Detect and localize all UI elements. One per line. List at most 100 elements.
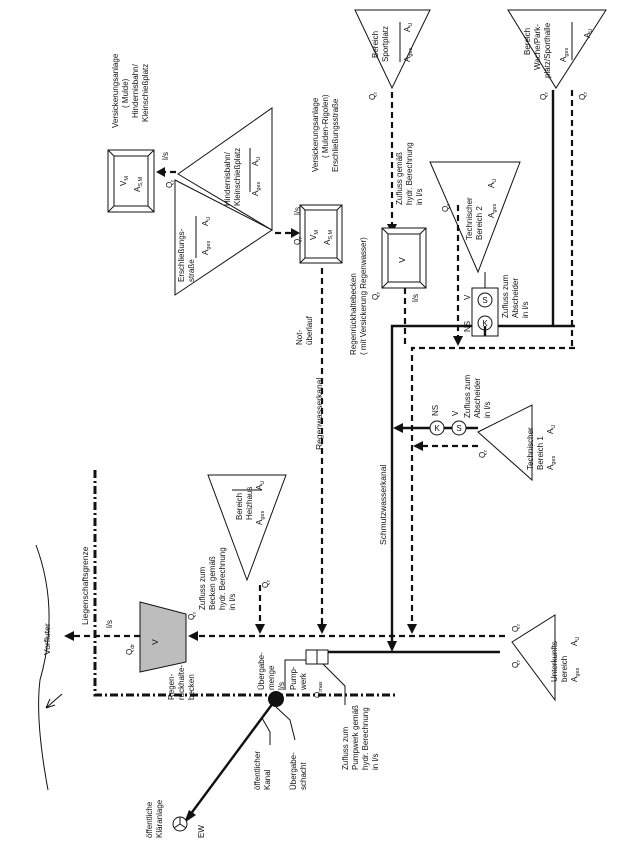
heizhaus-triangle <box>207 474 287 582</box>
vr-c4 <box>336 257 343 264</box>
uebergabeschacht-1: Übergabe- <box>289 752 298 790</box>
zufluss-becken-3: hydr. Berechnung <box>218 547 227 610</box>
pump-callout <box>322 663 346 705</box>
svg-text:Ages: Ages <box>201 241 212 255</box>
unterkunft-triangle <box>511 614 556 702</box>
svg-text:Qr: Qr <box>368 92 379 100</box>
svg-text:Qr: Qr <box>441 204 452 212</box>
rrb-upper-ls: l/s <box>411 294 420 302</box>
sport-ages: A <box>403 56 412 62</box>
sport-2: Sportplatz <box>381 26 390 62</box>
rrb-upper-c3 <box>381 281 389 289</box>
wache-triangle <box>507 9 607 89</box>
pumpwerk-label-2: werk <box>299 672 308 691</box>
wache-3: platz/Sporthalle <box>543 22 552 78</box>
svg-text:Qr: Qr <box>539 92 550 100</box>
svg-text:Ages: Ages <box>255 511 266 525</box>
svg-text:Qr: Qr <box>511 624 522 632</box>
sport-1: Bereich <box>371 31 380 58</box>
svg-text:AU: AU <box>570 637 581 646</box>
uebergabe-1: Übergabe- <box>257 652 266 690</box>
svg-text:Ages: Ages <box>559 48 570 62</box>
unterkunft-qr: Q <box>511 626 520 632</box>
tech1-rain-arrow <box>413 441 423 451</box>
sport-au: A <box>403 26 412 32</box>
property-boundary <box>93 470 395 697</box>
svg-text:Qr: Qr <box>478 450 489 458</box>
rrb-label-3: becken <box>187 674 196 700</box>
tech1-zufluss-3: in l/s <box>483 402 492 418</box>
tech2-au: A <box>487 182 496 188</box>
sport-triangle <box>354 9 431 90</box>
regenwasserkanal-arrow <box>317 624 327 634</box>
svg-text:Ages: Ages <box>487 204 498 218</box>
klaeranlage-2: Kläranlage <box>155 799 164 838</box>
zufluss-hydr-1: Zufluss gemäß <box>395 152 404 205</box>
vr-vm: V <box>309 234 318 240</box>
tech2-v: V <box>463 294 472 300</box>
tech2-triangle <box>429 161 521 274</box>
rrb-upper-qr: Q <box>371 294 380 300</box>
zufluss-becken-1: Zufluss zum <box>198 567 207 610</box>
vm-c1 <box>107 149 115 157</box>
svg-text:AU: AU <box>487 179 498 188</box>
svg-text:AU: AU <box>201 217 212 226</box>
rigolen-in-arrow <box>291 228 300 238</box>
hindernis-triangle <box>177 107 273 231</box>
tech2-rain-arrow <box>453 336 463 346</box>
rrb-v: V <box>150 639 160 645</box>
svg-text:Qmax: Qmax <box>313 681 324 698</box>
tech1-k <box>429 420 445 436</box>
kanal-callout <box>261 717 271 745</box>
vers-mulde-inner <box>113 155 149 207</box>
vers-rigolen-1: Versickerungsanlage <box>311 97 320 172</box>
zufluss-hydr-3: in l/s <box>415 189 424 205</box>
zufluss-becken-2: Becken gemäß <box>208 556 217 610</box>
vorfluter-label: Vorfluter <box>42 623 52 655</box>
svg-text:AS,M: AS,M <box>323 229 334 245</box>
schmutzwasserkanal-line <box>390 324 575 645</box>
tech1-zufluss-1: Zufluss zum <box>463 375 472 418</box>
svg-text:AS,M: AS,M <box>133 176 144 192</box>
erschliessung-triangle <box>174 179 273 296</box>
tech2-qr: Q <box>441 206 450 212</box>
mulde-in-arrow <box>156 167 165 177</box>
tech1-s-label: S <box>456 424 461 433</box>
svg-text:Qdr: Qdr <box>125 644 136 655</box>
vers-mulde-2: ( Mulde) <box>121 78 130 108</box>
wache-qs: Q <box>539 94 548 100</box>
zufluss-pump-3: hydr. Berechnung <box>361 707 370 770</box>
tech2-ns: NS <box>463 321 472 332</box>
klaeranlage-spokes <box>173 817 187 829</box>
vr-c1 <box>299 204 306 211</box>
klaeranlage-1: öffentliche <box>145 801 154 838</box>
hind-au: A <box>251 160 260 166</box>
vr-ls: l/s <box>293 207 302 215</box>
tech2-zufluss-1: Zufluss zum <box>501 275 510 318</box>
tech2-s-label: S <box>482 296 487 305</box>
vm-c2 <box>147 149 155 157</box>
vm-c4 <box>147 205 155 213</box>
qdr-sub: dr <box>130 644 136 649</box>
vm-vm: V <box>119 180 128 186</box>
qmax-label: Q <box>313 692 322 698</box>
rrb-upper-c2 <box>419 227 427 235</box>
tech1-au: A <box>546 428 555 434</box>
oeffentlicher-kanal-2: Kanal <box>263 769 272 790</box>
schmutzwasserkanal-label: Schmutzwasserkanal <box>378 465 388 545</box>
tech1-2: Bereich 1 <box>536 436 545 470</box>
hindernis-2: Kleinschießplatz <box>233 148 242 206</box>
vm-asm: A <box>133 186 142 192</box>
rain-main-arrow <box>188 631 198 641</box>
wache-1: Bereich <box>523 28 532 55</box>
tech1-sewer-arrow <box>393 423 403 433</box>
vorfluter-arrow <box>45 693 63 709</box>
tech1-zufluss-2: Abscheider <box>473 378 482 418</box>
zufluss-pump-1: Zufluss zum <box>341 727 350 770</box>
vr-qr: Q <box>293 239 302 245</box>
schmutzwasserkanal-arrow <box>387 641 397 652</box>
vr-c2 <box>336 204 343 211</box>
erschl-ages: A <box>201 249 210 255</box>
vr-asm: A <box>323 239 332 245</box>
